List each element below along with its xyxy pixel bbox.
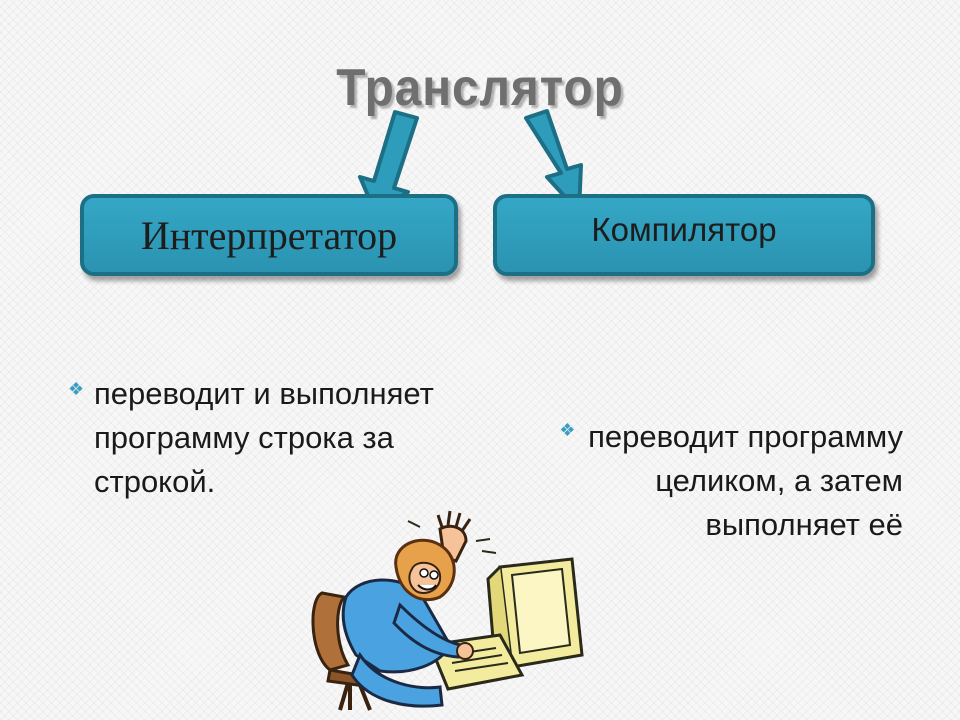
diagram-title: Транслятор	[336, 59, 624, 117]
compiler-box: Компилятор	[493, 194, 875, 276]
person-at-computer-illustration	[311, 510, 584, 711]
interpreter-label: Интерпретатор	[140, 212, 398, 258]
interpreter-description: ❖ переводит и выполняет программу строка…	[68, 372, 488, 504]
interpreter-box: Интерпретатор	[80, 194, 458, 276]
compiler-description: ❖ переводит программу целиком, а затем в…	[505, 415, 903, 547]
interpreter-description-text: переводит и выполняет программу строка з…	[94, 376, 434, 499]
compiler-description-text: переводит программу целиком, а затем вып…	[588, 419, 903, 542]
arrow-to-compiler	[524, 109, 583, 214]
compiler-label: Компилятор	[591, 211, 777, 248]
diamond-bullet-icon: ❖	[559, 420, 576, 440]
diamond-bullet-icon: ❖	[68, 379, 85, 399]
